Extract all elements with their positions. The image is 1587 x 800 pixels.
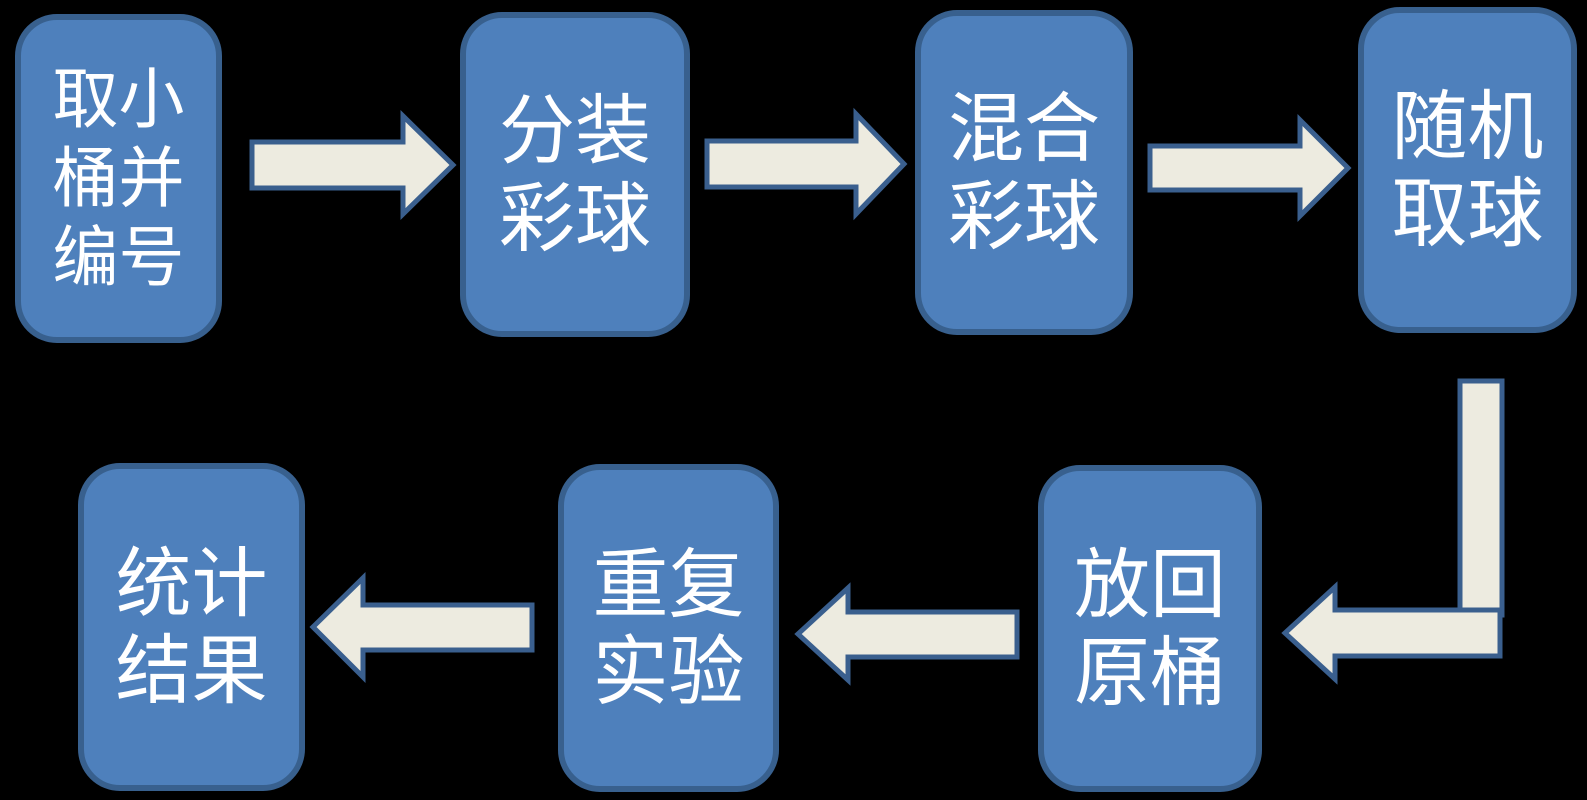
arrow-step4-to-step5 (1281, 581, 1503, 685)
flow-node-step-7-label: 统计 结果 (115, 538, 268, 715)
arrow-step3-to-step4 (1147, 113, 1352, 223)
flow-node-step-2-label: 分装 彩球 (499, 86, 651, 263)
flow-node-step-7: 统计 结果 (78, 463, 305, 791)
flow-node-step-4: 随机 取球 (1358, 7, 1577, 333)
connector-elbow-vertical-segment (1457, 378, 1505, 618)
flow-node-step-1: 取小 桶并 编号 (15, 14, 222, 343)
flow-node-step-6-label: 重复 实验 (592, 539, 745, 716)
flow-node-step-1-label: 取小 桶并 编号 (52, 60, 185, 297)
flow-node-step-5-label: 放回 原桶 (1074, 540, 1226, 717)
flow-node-step-2: 分装 彩球 (460, 12, 690, 337)
arrow-step5-to-step6 (794, 582, 1020, 686)
flow-node-step-3-label: 混合 彩球 (948, 84, 1100, 261)
flow-node-step-3: 混合 彩球 (915, 10, 1133, 335)
flow-node-step-4-label: 随机 取球 (1391, 81, 1544, 258)
arrow-step2-to-step3 (704, 107, 908, 221)
arrow-step6-to-step7 (309, 572, 535, 684)
arrow-step1-to-step2 (249, 110, 457, 220)
flow-node-step-6: 重复 实验 (558, 464, 779, 792)
flow-node-step-5: 放回 原桶 (1038, 465, 1262, 792)
